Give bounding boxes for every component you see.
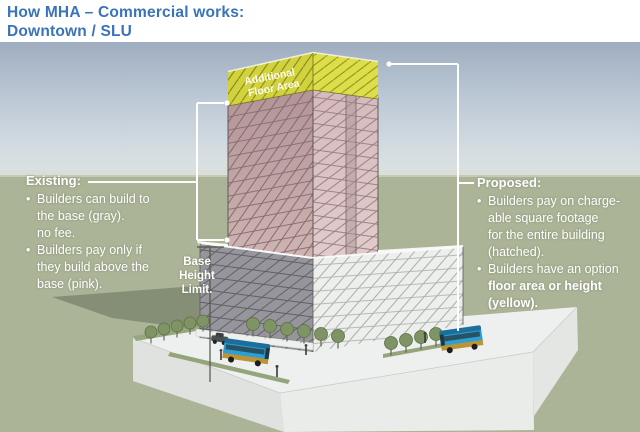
additional-floor-area-cap: Additional Floor Area [227, 51, 379, 107]
illustration: Additional Floor Area [0, 42, 640, 432]
proposed-bullet-1-line-1: • Builders pay on charge- [477, 193, 637, 210]
cap-left-hatch [228, 53, 313, 106]
tree-row-front [246, 317, 345, 349]
tower-left-hatch [228, 88, 313, 262]
existing-bullet-2-line-1: • Builders pay only if [26, 242, 176, 259]
existing-text: Builders pay only if [37, 243, 142, 257]
existing-heading: Existing: [26, 173, 81, 188]
existing-bullet-2-line-2: they build above the [37, 260, 149, 274]
bus-left [222, 338, 271, 367]
cap-top-rim [227, 51, 379, 73]
proposed-text: Builders pay on charge- [488, 194, 621, 208]
tower-seam [346, 92, 356, 257]
proposed-bullet-2-line-3: (yellow). [488, 296, 539, 310]
cap-edges [227, 53, 379, 107]
bullet-glyph: • [477, 262, 482, 276]
base-canopy [195, 328, 314, 351]
callout-dot-top-left [224, 100, 230, 106]
bullet-glyph: • [477, 194, 482, 208]
car [211, 332, 229, 346]
proposed-bullet-1-line-2: able square footage [488, 211, 599, 225]
base-height-limit-line [197, 246, 224, 382]
bhl-line-3: Limit. [181, 284, 213, 296]
bullet-glyph: • [26, 243, 31, 257]
existing-bullet-1-line-1: • Builders can build to [26, 191, 176, 208]
base-right-hatch [313, 247, 463, 352]
base-height-limit-label: Base Height Limit. [161, 255, 233, 297]
canopy-struts [209, 329, 306, 343]
title-line-1: How MHA – Commercial works: [7, 4, 245, 21]
platform-front-left-face [133, 338, 284, 432]
proposed-bullet-2-line-2: floor area or height [488, 279, 602, 293]
bhl-line-1: Base [183, 256, 211, 268]
proposed-bullet-1-line-3: for the entire building [488, 228, 605, 242]
existing-bullet-2-line-3: base (pink). [37, 277, 103, 291]
page-title: How MHA – Commercial works: Downtown / S… [7, 3, 244, 41]
tower [227, 88, 379, 262]
proposed-heading: Proposed: [477, 175, 542, 190]
building-shadow [52, 285, 211, 331]
proposed-bullet-2-line-1: • Builders have an option [477, 261, 637, 278]
hedge-median-left [168, 352, 290, 384]
platform-right-face [533, 307, 578, 416]
platform-edge-line [132, 306, 578, 394]
cap-right-hatch [313, 53, 378, 99]
bhl-line-2: Height [179, 270, 215, 282]
bus-right [439, 325, 484, 354]
existing-bullet-1-line-3: no fee. [37, 226, 76, 240]
existing-bullet-1-line-2: the base (gray). [37, 209, 125, 223]
callout-line-proposed [386, 61, 474, 331]
existing-text: Builders can build to [37, 192, 150, 206]
bullet-glyph: • [26, 192, 31, 206]
proposed-text: Builders have an option [488, 262, 619, 276]
callout-line-existing [88, 100, 230, 243]
diagram-canvas: Additional Floor Area [0, 42, 640, 432]
tower-right-hatch [313, 88, 378, 262]
existing-callout-box: Existing: • Builders can build to the bas… [26, 172, 176, 293]
tower-edge-lines [227, 88, 379, 262]
pedestrians [219, 332, 427, 377]
callout-dot-bottom-left [224, 237, 230, 243]
title-line-2: Downtown / SLU [7, 23, 133, 40]
platform-front-right-face [280, 352, 534, 432]
tree-row-left-hedge [144, 314, 210, 344]
proposed-bullet-1-line-4: (hatched). [488, 245, 545, 259]
tower-seam-lines [345, 92, 357, 257]
proposed-callout-box: Proposed: • Builders pay on charge- able … [477, 174, 637, 312]
callout-dot-top-right [386, 61, 392, 67]
